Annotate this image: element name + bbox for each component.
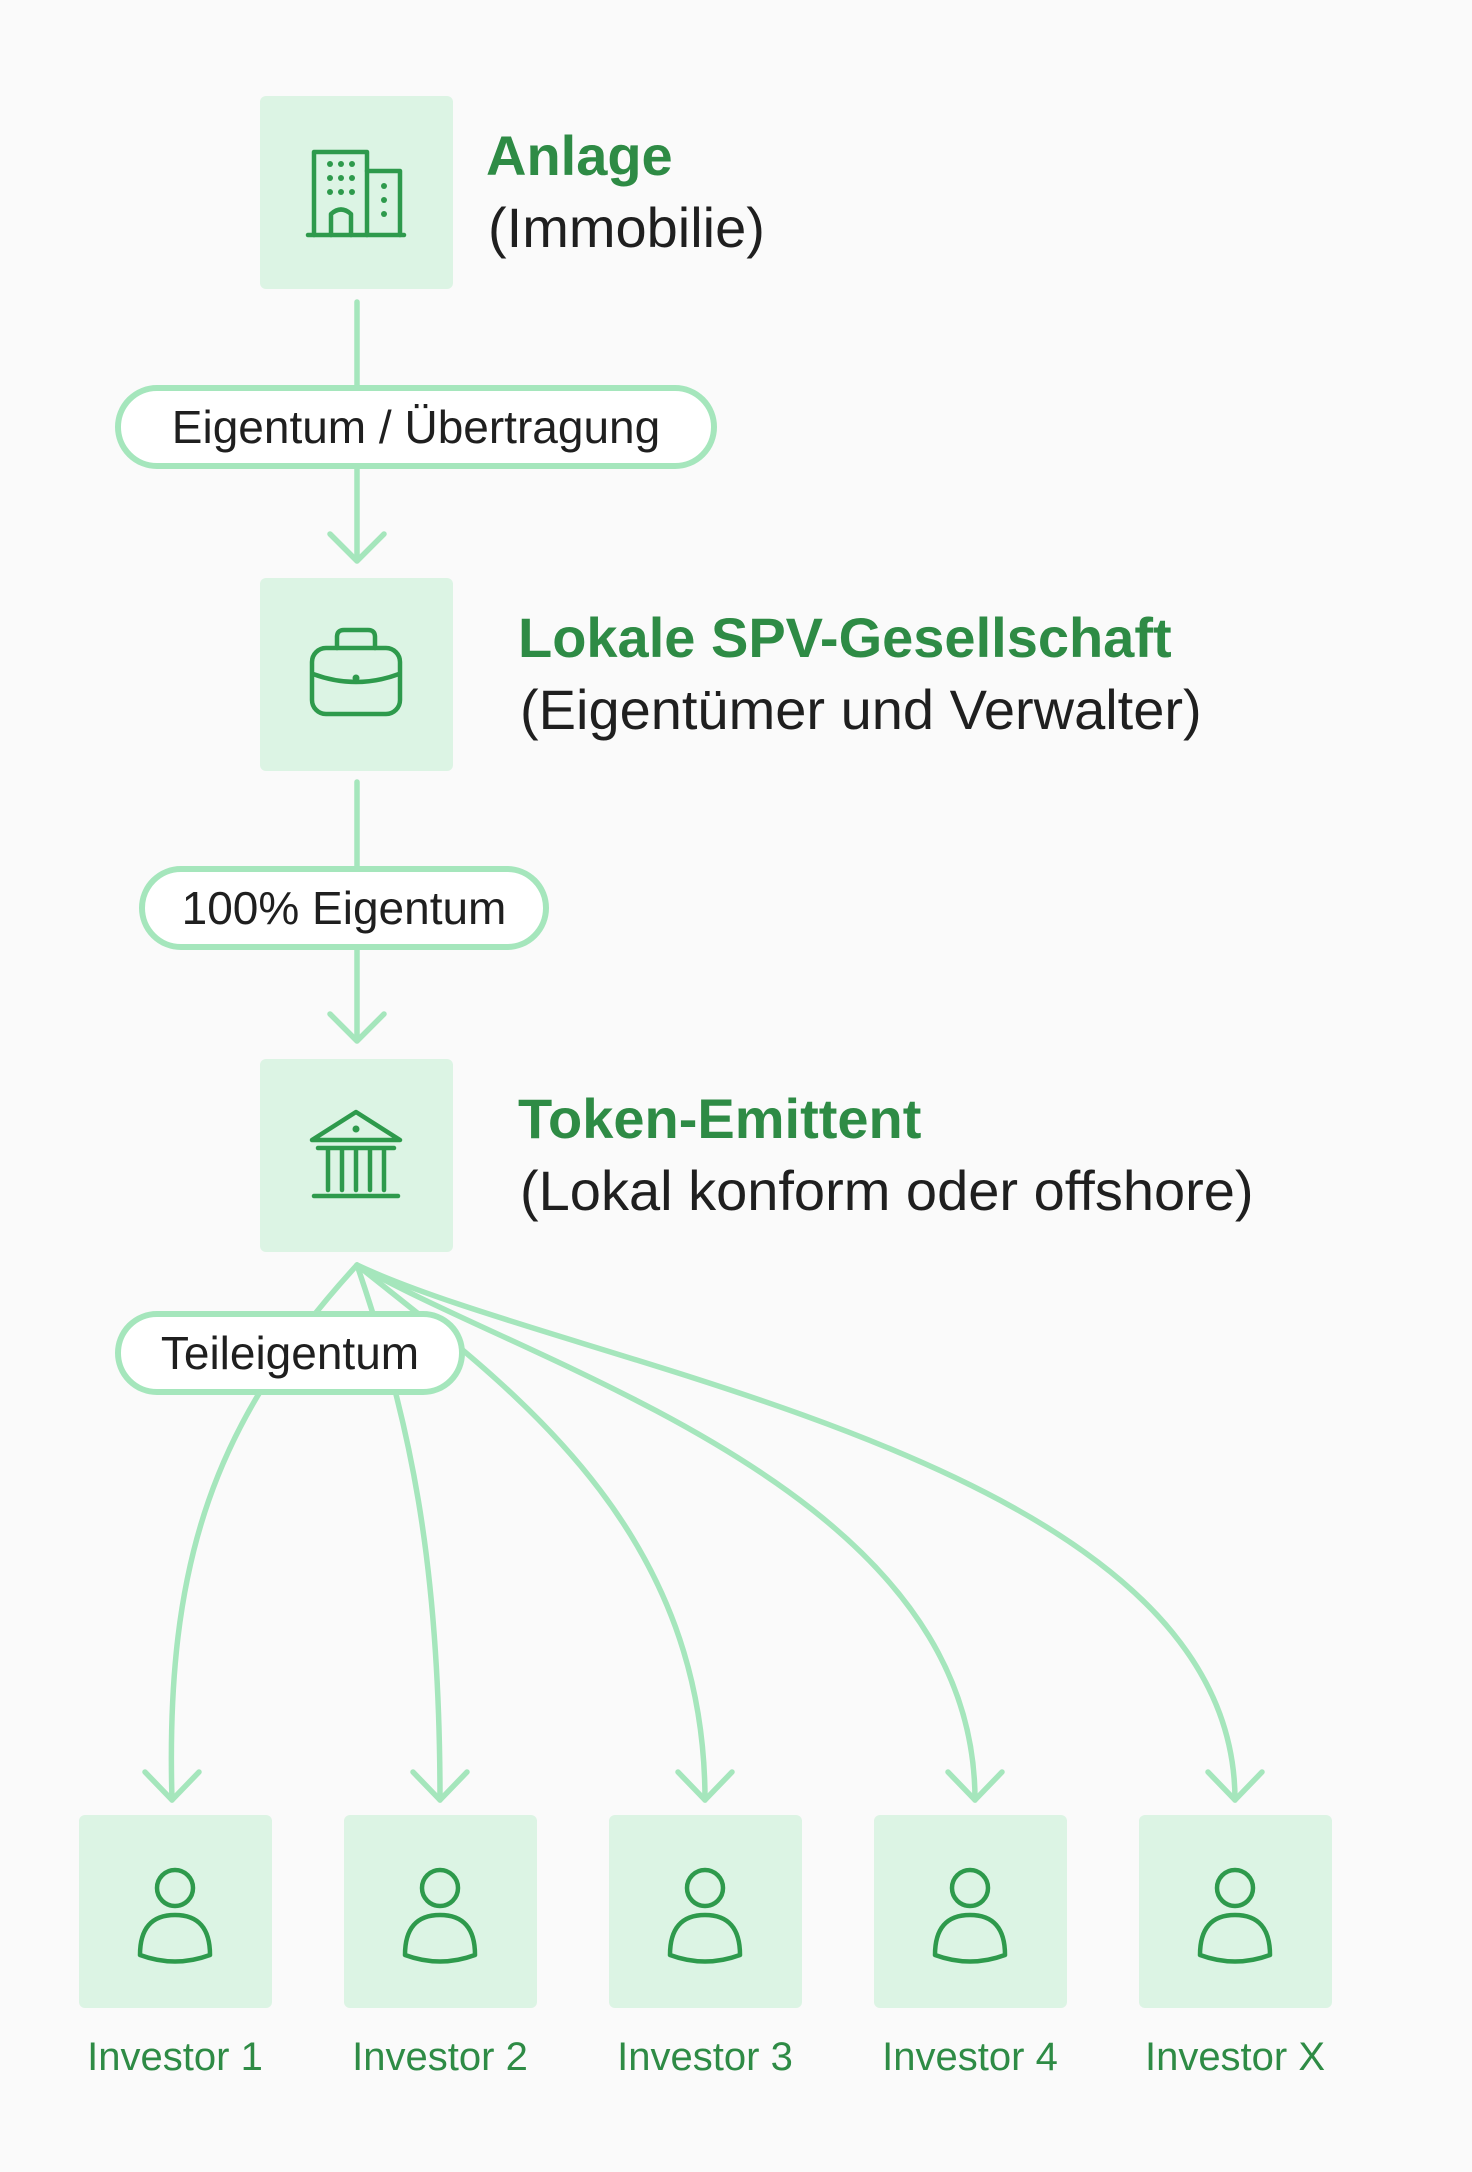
investor-x: Investor X [1139,1815,1332,2079]
node-issuer: Token-Emittent (Lokal konform oder offsh… [260,1059,1254,1252]
user-icon [667,1867,743,1964]
connectors [142,299,1265,1803]
investor-label: Investor X [1145,2035,1325,2079]
investor-4: Investor 4 [874,1815,1067,2079]
user-icon [932,1867,1008,1964]
arrowhead-investor-1 [142,1769,202,1803]
edge-label-asset-to-spv: Eigentum / Übertragung [115,385,717,469]
arrowhead-spv [327,531,387,564]
edge-label-text: Eigentum / Übertragung [172,401,660,453]
pill-asset-to-spv [115,385,717,469]
pill-spv-to-issuer [139,866,549,950]
briefcase-icon [309,627,403,717]
issuer-subtitle: (Lokal konform oder offshore) [520,1159,1254,1222]
investor-box [79,1815,272,2008]
investor-box [874,1815,1067,2008]
edge-label-text: Teileigentum [161,1327,419,1379]
edge-label-spv-to-issuer: 100% Eigentum [139,866,549,950]
arrowhead-investor-x [1205,1769,1265,1803]
edge-label-issuer-to-investors: Teileigentum [115,1311,465,1395]
investor-box [609,1815,802,2008]
user-icon [1197,1867,1273,1964]
investor-box [1139,1815,1332,2008]
investor-3: Investor 3 [609,1815,802,2079]
edge-label-text: 100% Eigentum [182,882,507,934]
investor-label: Investor 1 [87,2035,263,2079]
investor-label: Investor 2 [352,2035,528,2079]
investor-box [344,1815,537,2008]
arrowhead-investor-3 [675,1769,735,1803]
node-asset: Anlage (Immobilie) [260,96,765,289]
arrowhead-investor-2 [410,1769,470,1803]
arrowhead-investor-4 [945,1769,1005,1803]
asset-subtitle: (Immobilie) [488,196,765,259]
investor-1: Investor 1 [79,1815,272,2079]
investors-row: Investor 1 Investor 2 Investor 3 In [79,1815,1332,2079]
investor-label: Investor 3 [617,2035,793,2079]
connector-to-investor-x [354,1262,1238,1803]
bank-icon [309,1109,403,1199]
asset-title: Anlage [486,124,673,187]
investor-2: Investor 2 [344,1815,537,2079]
spv-title: Lokale SPV-Gesellschaft [518,606,1172,669]
node-spv: Lokale SPV-Gesellschaft (Eigentümer und … [260,578,1202,771]
spv-subtitle: (Eigentümer und Verwalter) [520,678,1202,741]
spv-box [260,578,453,771]
asset-box [260,96,453,289]
user-icon [402,1867,478,1964]
user-icon [137,1867,213,1964]
connector-to-investor-4 [354,1262,978,1803]
building-icon [305,149,407,238]
issuer-title: Token-Emittent [518,1087,921,1150]
investor-label: Investor 4 [882,2035,1058,2079]
pill-issuer-to-investors [115,1311,465,1395]
arrowhead-issuer [327,1011,387,1044]
